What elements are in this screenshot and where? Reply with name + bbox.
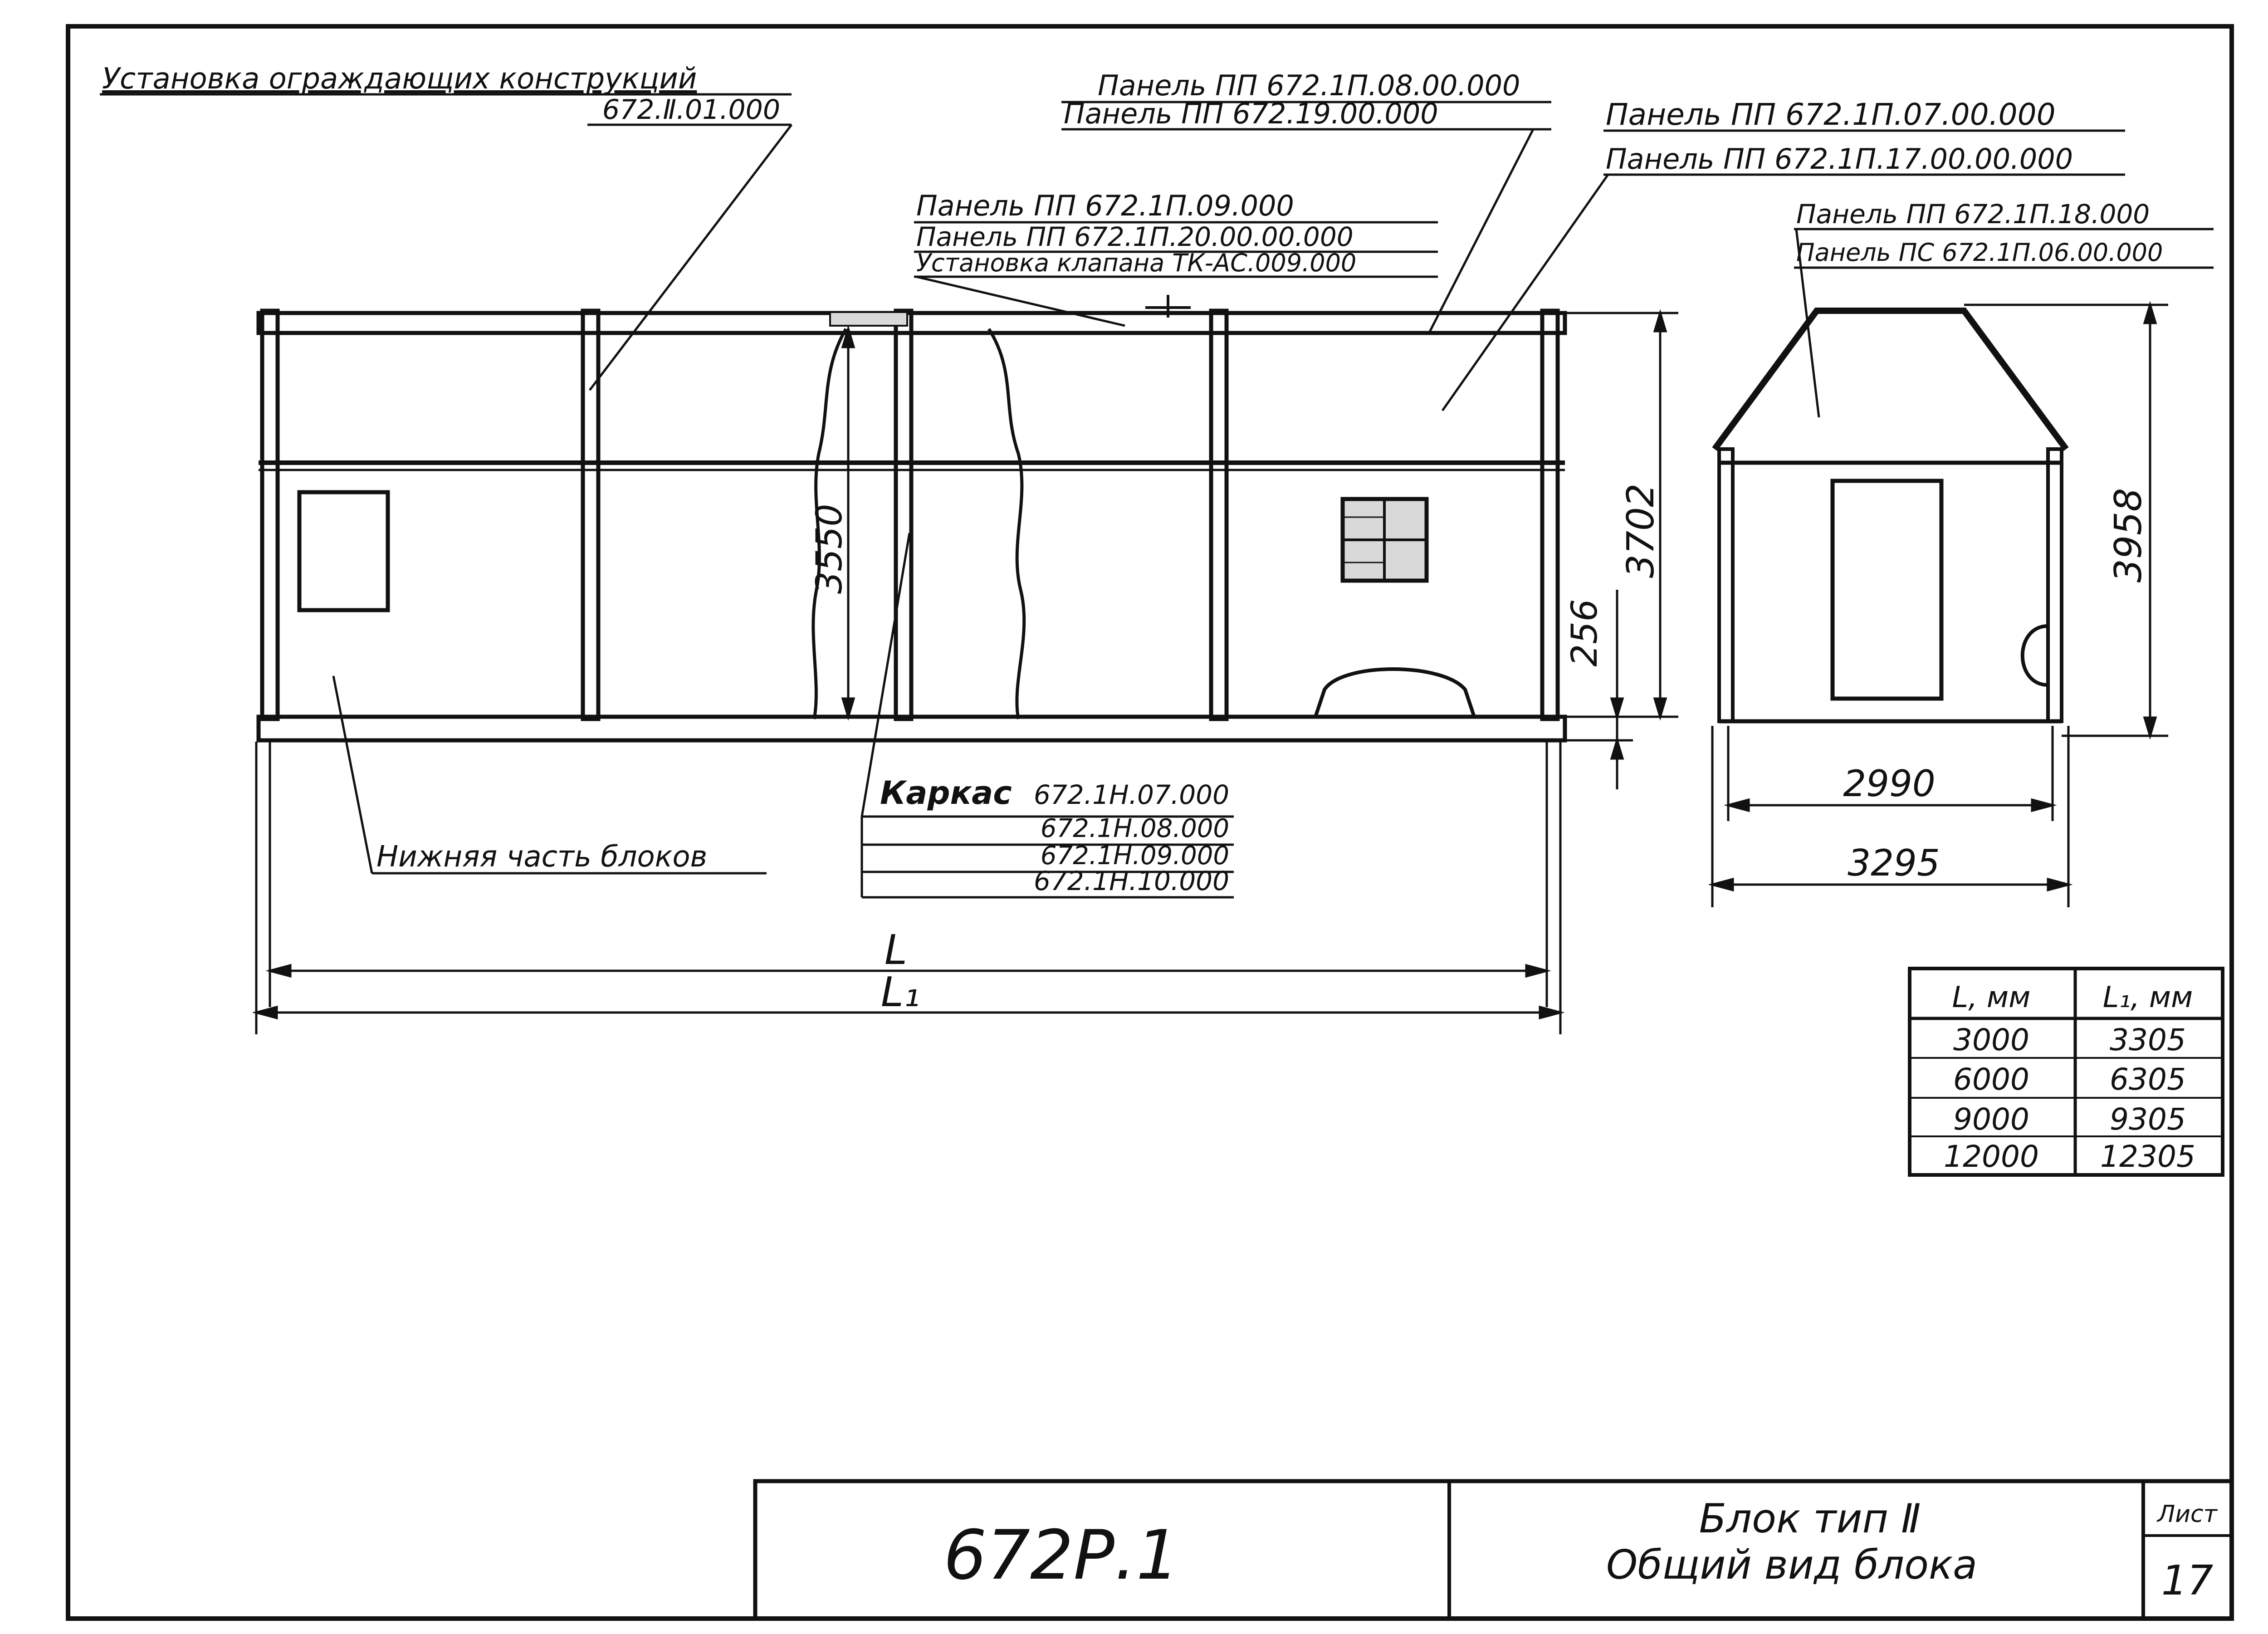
dim-3702 bbox=[1560, 309, 1678, 721]
column-3 bbox=[894, 308, 914, 721]
callout-panel-end-1: Панель ПП 672.1П.18.000 bbox=[1796, 199, 2150, 230]
break-line-right bbox=[987, 328, 1026, 719]
table-header-L: L, мм bbox=[1952, 981, 2031, 1014]
callout-frame-code-4: 672.1Н.10.000 bbox=[1034, 866, 1229, 896]
end-view: 3958 2990 3295 bbox=[1708, 301, 2168, 907]
dim-L1-label: L₁ bbox=[881, 969, 920, 1016]
table-cell: 6000 bbox=[1953, 1062, 2029, 1097]
callout-installation-line1: Установка ограждающих конструкций bbox=[102, 62, 697, 96]
end-column-right bbox=[2046, 447, 2063, 723]
dim-3702-label: 3702 bbox=[1619, 484, 1662, 578]
table-cell: 12000 bbox=[1944, 1139, 2039, 1174]
arched-vent bbox=[1314, 667, 1476, 718]
callout-lower-part: Нижняя часть блоков bbox=[376, 840, 707, 874]
column-right bbox=[1540, 308, 1560, 721]
callout-panel-top-right-2: Панель ПП 672.1П.17.00.00.000 bbox=[1606, 142, 2073, 176]
callout-panel-top-center-2: Панель ПП 672.19.00.000 bbox=[1064, 97, 1438, 130]
title-block bbox=[753, 1479, 2234, 1621]
end-column-left bbox=[1717, 447, 1735, 723]
callout-frame-label: Каркас bbox=[880, 774, 1012, 812]
dim-3958 bbox=[1964, 301, 2168, 740]
valve-mark bbox=[1145, 295, 1191, 318]
leader-lines bbox=[100, 93, 2214, 899]
dimension-table bbox=[1908, 967, 2224, 1177]
dim-3550-label: 3550 bbox=[809, 504, 850, 594]
opening-left bbox=[297, 490, 390, 612]
title-line-2: Общий вид блока bbox=[1606, 1541, 1977, 1588]
end-door bbox=[1830, 479, 1944, 701]
dim-end-width bbox=[1708, 726, 2073, 907]
callout-frame-code-2: 672.1Н.08.000 bbox=[1041, 814, 1229, 843]
break-line-left bbox=[811, 328, 848, 719]
frame-columns bbox=[260, 308, 1560, 721]
dim-L-label: L bbox=[885, 926, 907, 974]
table-cell: 12305 bbox=[2100, 1139, 2195, 1174]
callout-installation-line2: 672.Ⅱ.01.000 bbox=[602, 94, 780, 126]
table-cell: 3000 bbox=[1953, 1022, 2029, 1057]
side-view: 3550 3702 256 bbox=[252, 295, 1678, 1034]
callout-panel-end-2: Панель ПС 672.1П.06.00.000 bbox=[1796, 238, 2163, 267]
dim-length bbox=[252, 742, 1565, 1034]
dim-256 bbox=[1560, 590, 1633, 789]
end-roof bbox=[1712, 308, 2069, 451]
dim-256-label: 256 bbox=[1564, 599, 1605, 667]
dim-3958-label: 3958 bbox=[2107, 488, 2150, 583]
table-header-L1: L₁, мм bbox=[2103, 981, 2193, 1014]
callout-panel-mid-1: Панель ПП 672.1П.09.000 bbox=[916, 189, 1294, 222]
column-4 bbox=[1209, 308, 1229, 721]
dim-2990-label: 2990 bbox=[1843, 763, 1936, 805]
column-left bbox=[260, 308, 280, 721]
dim-3295-label: 3295 bbox=[1848, 842, 1940, 884]
table-cell: 9000 bbox=[1953, 1102, 2029, 1137]
callout-panel-mid-2: Панель ПП 672.1П.20.00.00.000 bbox=[916, 221, 1354, 252]
title-line-1: Блок тип Ⅱ bbox=[1699, 1495, 1921, 1542]
sheet-number: 17 bbox=[2161, 1557, 2214, 1605]
table-cell: 3305 bbox=[2110, 1022, 2186, 1057]
break-hatch bbox=[829, 311, 908, 327]
callout-frame-code-3: 672.1Н.09.000 bbox=[1041, 841, 1229, 871]
window bbox=[1340, 497, 1429, 583]
callout-frame-code-1: 672.1Н.07.000 bbox=[1034, 779, 1229, 810]
dim-3550 bbox=[841, 325, 855, 721]
column-2 bbox=[581, 308, 601, 721]
table-cell: 6305 bbox=[2110, 1062, 2186, 1097]
callout-panel-top-center-1: Панель ПП 672.1П.08.00.000 bbox=[1098, 69, 1520, 102]
sheet-label: Лист bbox=[2156, 1501, 2218, 1528]
end-vent bbox=[2020, 624, 2048, 687]
table-cell: 9305 bbox=[2110, 1102, 2186, 1137]
callout-panel-top-right-1: Панель ПП 672.1П.07.00.000 bbox=[1606, 97, 2056, 132]
callout-panel-mid-3: Установка клапана ТК-АС.009.000 bbox=[916, 249, 1356, 277]
title-code: 672Р.1 bbox=[943, 1516, 1179, 1595]
